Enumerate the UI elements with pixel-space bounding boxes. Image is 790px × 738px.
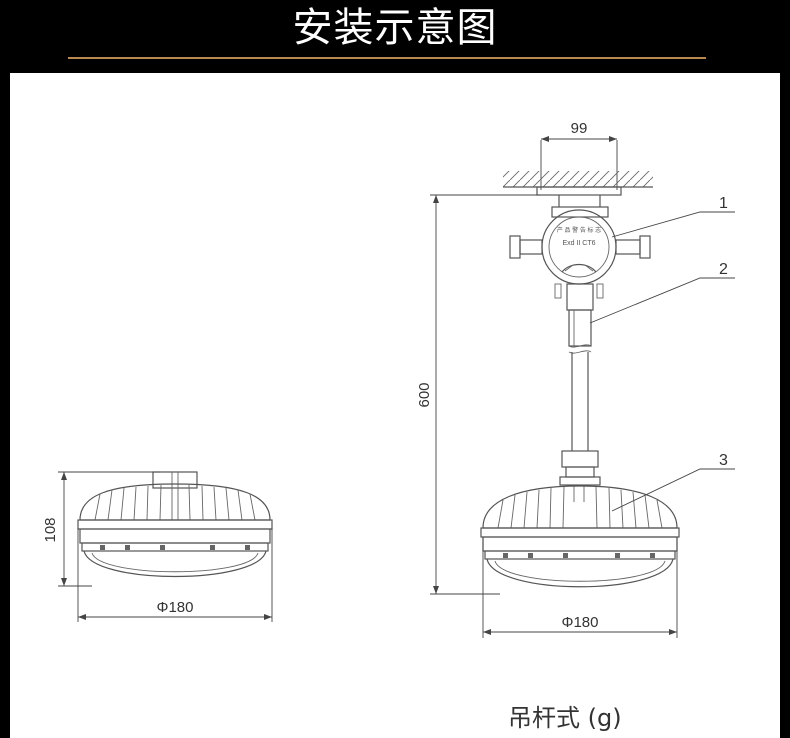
caption: 吊杆式 (g) bbox=[508, 704, 622, 732]
total-height-label: 600 bbox=[416, 382, 433, 407]
callout-leaders bbox=[589, 211, 735, 512]
callout-3: 3 bbox=[719, 452, 728, 469]
box-marking: Exd II CT6 bbox=[562, 240, 595, 247]
mount-width-label: 99 bbox=[571, 120, 588, 137]
svg-text:产 品 警 告 标 志: 产 品 警 告 标 志 bbox=[557, 226, 601, 234]
title-underline bbox=[68, 57, 706, 59]
callout-1: 1 bbox=[719, 195, 728, 212]
left-height-dimension bbox=[58, 471, 160, 587]
ceiling-bracket bbox=[536, 186, 622, 218]
left-height-label: 108 bbox=[42, 517, 59, 542]
pendant-pole bbox=[559, 283, 601, 502]
right-diameter-label: Φ180 bbox=[562, 614, 599, 631]
callout-2: 2 bbox=[719, 261, 728, 278]
left-diameter-dimension bbox=[77, 528, 273, 622]
page-title: 安装示意图 bbox=[292, 5, 498, 51]
ceiling bbox=[503, 171, 653, 188]
left-fixture bbox=[77, 471, 273, 578]
right-diameter-dimension bbox=[482, 538, 678, 638]
header: 安装示意图 bbox=[0, 0, 790, 72]
left-diameter-label: Φ180 bbox=[157, 599, 194, 616]
right-fixture bbox=[480, 485, 680, 588]
total-height-dimension bbox=[430, 194, 540, 595]
junction-box: 产 品 警 告 标 志 Exd II CT6 bbox=[509, 209, 651, 299]
